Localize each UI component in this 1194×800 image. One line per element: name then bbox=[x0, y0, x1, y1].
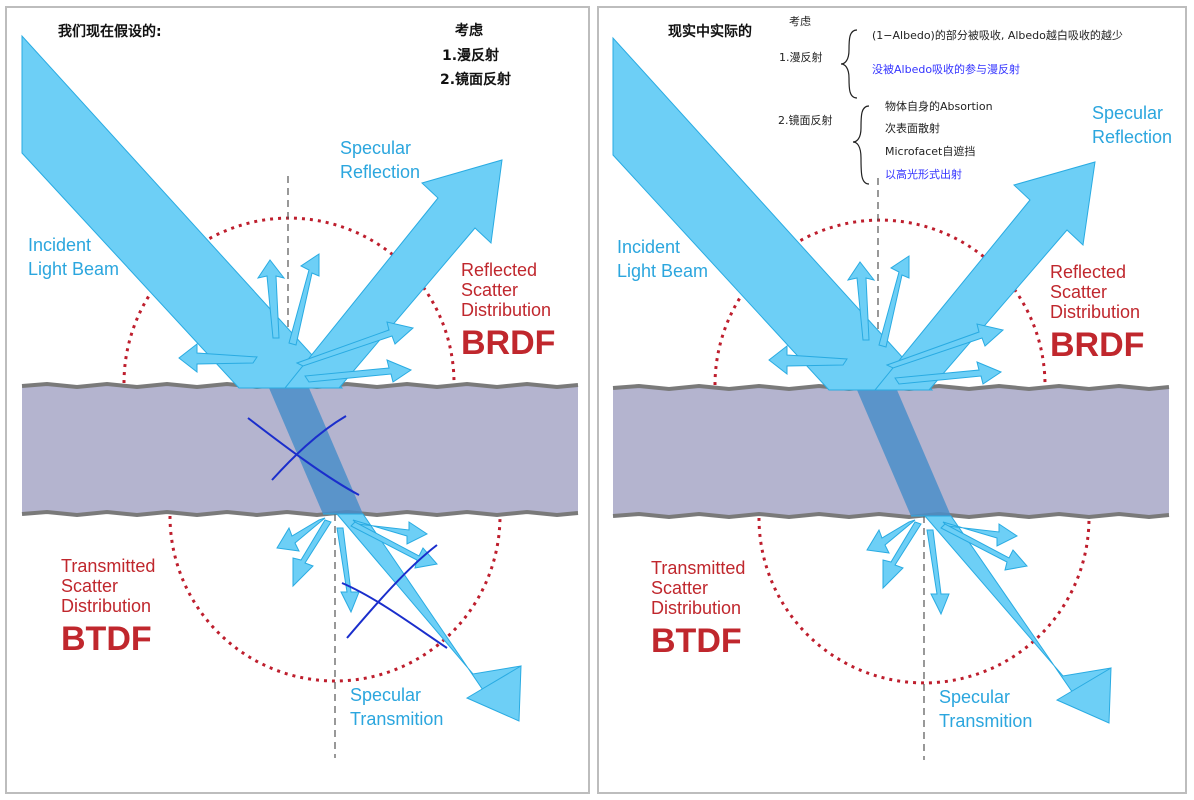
right-diagram bbox=[612, 29, 1170, 760]
left-diagram bbox=[21, 34, 579, 758]
reflected-scatter-arrows bbox=[768, 255, 1005, 385]
specular-transmission-label: Specular Transmition bbox=[939, 687, 1033, 731]
btdf-label: BTDF bbox=[651, 622, 742, 660]
specular-transmission-head bbox=[465, 665, 522, 722]
refracted-beam-inside bbox=[857, 390, 951, 516]
left-consider-item-2: 2.镜面反射 bbox=[440, 72, 512, 88]
incident-beam bbox=[21, 34, 344, 389]
brdf-label: BRDF bbox=[461, 324, 556, 362]
btdf-label: BTDF bbox=[61, 620, 152, 658]
specular-reflection-beam bbox=[873, 161, 1096, 391]
right-consider-title: 考虑 bbox=[789, 15, 811, 28]
left-heading: 我们现在假设的: bbox=[58, 24, 162, 40]
specular-transmission-label: Specular Transmition bbox=[350, 685, 444, 729]
transmitted-scatter-label: Transmitted Scatter Distribution bbox=[651, 558, 746, 618]
diffuse-label: 1.漫反射 bbox=[779, 51, 823, 64]
transmitted-scatter-circle bbox=[757, 517, 1091, 685]
transmitted-scatter-label: Transmitted Scatter Distribution bbox=[61, 556, 156, 616]
left-consider-item-1: 1.漫反射 bbox=[442, 48, 500, 64]
incident-label: Incident Light Beam bbox=[28, 235, 120, 279]
bottom-surface-line bbox=[21, 509, 579, 518]
specular-note-3: Microfacet自遮挡 bbox=[885, 145, 976, 158]
reflected-scatter-arrows bbox=[178, 253, 415, 383]
specular-reflection-beam bbox=[283, 159, 503, 389]
specular-note-blue: 以高光形式出射 bbox=[885, 168, 962, 181]
cross-mark-bottom bbox=[341, 544, 448, 649]
specular-transmission-head bbox=[1055, 667, 1112, 724]
left-consider-title: 考虑 bbox=[455, 23, 483, 39]
right-panel: 现实中实际的 考虑 1.漫反射 (1−Albedo)的部分被吸收, Albedo… bbox=[597, 6, 1187, 794]
specular-note-1: 物体自身的Absortion bbox=[885, 100, 993, 113]
specular-reflection-label: Specular Reflection bbox=[340, 138, 421, 182]
reflected-scatter-label: Reflected Scatter Distribution bbox=[1050, 262, 1141, 322]
left-panel: 我们现在假设的: 考虑 1.漫反射 2.镜面反射 Incident Light … bbox=[5, 6, 590, 794]
specular-note-2: 次表面散射 bbox=[885, 122, 940, 135]
reflected-scatter-label: Reflected Scatter Distribution bbox=[461, 260, 552, 320]
specular-reflection-label: Specular Reflection bbox=[1092, 103, 1173, 147]
brace-diffuse bbox=[840, 29, 858, 99]
brdf-label: BRDF bbox=[1050, 326, 1145, 364]
specular-label: 2.镜面反射 bbox=[778, 114, 833, 127]
incident-beam bbox=[612, 36, 934, 391]
transmitted-scatter-arrows bbox=[866, 519, 1028, 616]
reflected-scatter-circle bbox=[122, 216, 456, 384]
incident-label: Incident Light Beam bbox=[617, 237, 709, 281]
reflected-scatter-circle bbox=[713, 218, 1047, 386]
bottom-surface-line bbox=[612, 511, 1170, 520]
diffuse-note-blue: 没被Albedo吸收的参与漫反射 bbox=[872, 63, 1021, 76]
brace-specular bbox=[852, 105, 870, 185]
diffuse-note-1: (1−Albedo)的部分被吸收, Albedo越白吸收的越少 bbox=[872, 29, 1123, 42]
cross-mark-top bbox=[247, 415, 360, 496]
right-heading: 现实中实际的 bbox=[668, 24, 752, 40]
transmitted-scatter-arrows bbox=[276, 517, 438, 614]
